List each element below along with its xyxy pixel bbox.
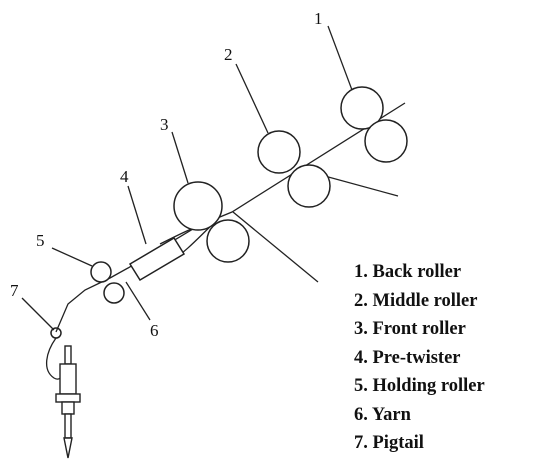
callout-6: 6: [150, 321, 159, 340]
front-roller-bottom: [206, 219, 250, 263]
leader-line-5: [51, 247, 93, 267]
front-roller-top: [173, 181, 223, 231]
callout-5: 5: [36, 231, 45, 250]
middle-roller-bottom: [287, 164, 331, 208]
pigtail-ring: [50, 327, 62, 339]
legend-item-front-roller: 3. Front roller: [354, 319, 466, 339]
callout-4: 4: [120, 167, 129, 186]
legend-item-yarn: 6. Yarn: [354, 404, 411, 425]
spindle: [55, 345, 81, 459]
legend-item-holding-roller: 5. Holding roller: [354, 376, 485, 396]
leader-line-4: [127, 185, 147, 245]
holding-roller-top: [90, 261, 112, 283]
callout-3: 3: [160, 115, 169, 134]
legend-item-back-roller: 1. Back roller: [354, 262, 462, 282]
back-roller-top: [340, 86, 384, 130]
legend: 1. Back roller 2. Middle roller 3. Front…: [354, 258, 485, 458]
legend-item-middle-roller: 2. Middle roller: [354, 290, 478, 311]
callout-1: 1: [314, 9, 323, 28]
callout-2: 2: [224, 45, 233, 64]
front-roller-guide-line: [232, 211, 319, 283]
leader-line-2: [235, 63, 269, 134]
legend-item-pigtail: 7. Pigtail: [354, 433, 424, 453]
callout-7: 7: [10, 281, 19, 300]
back-roller-bottom: [364, 119, 408, 163]
holding-roller-bottom: [103, 282, 125, 304]
leader-line-3: [171, 131, 189, 184]
leader-line-1: [327, 25, 353, 91]
middle-roller-top: [257, 130, 301, 174]
pre-twister-block: [128, 236, 186, 282]
legend-item-pre-twister: 4. Pre-twister: [354, 347, 461, 368]
fibre-path: [55, 102, 406, 333]
leader-line-7: [21, 297, 55, 331]
leader-line-6: [125, 281, 151, 321]
